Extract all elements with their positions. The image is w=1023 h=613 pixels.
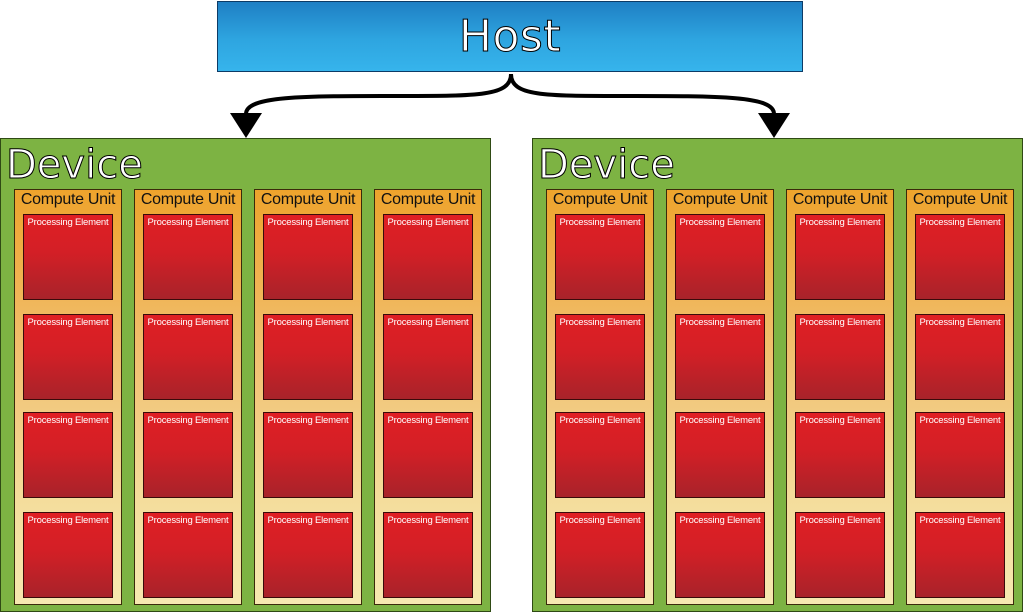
processing-element-label: Processing Element <box>387 415 469 426</box>
processing-element-label: Processing Element <box>27 515 109 526</box>
processing-element-label: Processing Element <box>387 217 469 228</box>
processing-element-label: Processing Element <box>799 217 881 228</box>
processing-element: Processing Element <box>915 314 1005 400</box>
processing-element: Processing Element <box>795 314 885 400</box>
processing-element: Processing Element <box>795 412 885 498</box>
processing-element-label: Processing Element <box>147 515 229 526</box>
compute-unit: Compute Unit Processing Element Processi… <box>906 189 1014 605</box>
device-label: Device <box>6 142 144 188</box>
processing-element: Processing Element <box>915 412 1005 498</box>
device-1: Device Compute Unit Processing Element P… <box>0 138 491 612</box>
processing-element: Processing Element <box>383 214 473 300</box>
processing-element: Processing Element <box>555 314 645 400</box>
compute-unit-label: Compute Unit <box>552 191 648 208</box>
processing-element-label: Processing Element <box>799 317 881 328</box>
processing-element-label: Processing Element <box>559 415 641 426</box>
processing-element: Processing Element <box>915 214 1005 300</box>
processing-element: Processing Element <box>555 512 645 598</box>
processing-element-label: Processing Element <box>27 217 109 228</box>
processing-element-label: Processing Element <box>147 217 229 228</box>
processing-element-label: Processing Element <box>799 515 881 526</box>
processing-element-label: Processing Element <box>27 415 109 426</box>
processing-element-label: Processing Element <box>267 515 349 526</box>
device-2: Device Compute Unit Processing Element P… <box>532 138 1023 612</box>
processing-element-label: Processing Element <box>679 217 761 228</box>
compute-unit-label: Compute Unit <box>912 191 1008 208</box>
compute-unit: Compute Unit Processing Element Processi… <box>14 189 122 605</box>
processing-element: Processing Element <box>23 214 113 300</box>
compute-unit: Compute Unit Processing Element Processi… <box>786 189 894 605</box>
compute-unit: Compute Unit Processing Element Processi… <box>134 189 242 605</box>
processing-element: Processing Element <box>675 412 765 498</box>
processing-element: Processing Element <box>555 412 645 498</box>
processing-element: Processing Element <box>915 512 1005 598</box>
compute-unit-label: Compute Unit <box>672 191 768 208</box>
processing-element: Processing Element <box>23 512 113 598</box>
compute-unit-label: Compute Unit <box>792 191 888 208</box>
connector-right <box>509 73 776 115</box>
processing-element-label: Processing Element <box>267 317 349 328</box>
processing-element: Processing Element <box>263 214 353 300</box>
arrowhead-right <box>758 113 790 138</box>
processing-element: Processing Element <box>675 214 765 300</box>
processing-element: Processing Element <box>263 412 353 498</box>
processing-element: Processing Element <box>675 512 765 598</box>
compute-unit-label: Compute Unit <box>20 191 116 208</box>
processing-element: Processing Element <box>263 314 353 400</box>
processing-element: Processing Element <box>555 214 645 300</box>
compute-unit: Compute Unit Processing Element Processi… <box>666 189 774 605</box>
connector-left <box>244 73 513 115</box>
processing-element-label: Processing Element <box>27 317 109 328</box>
device-label: Device <box>538 142 676 188</box>
processing-element-label: Processing Element <box>919 515 1001 526</box>
processing-element-label: Processing Element <box>799 415 881 426</box>
compute-unit: Compute Unit Processing Element Processi… <box>546 189 654 605</box>
processing-element-label: Processing Element <box>919 317 1001 328</box>
processing-element: Processing Element <box>795 214 885 300</box>
processing-element-label: Processing Element <box>679 415 761 426</box>
arrowhead-left <box>230 113 262 138</box>
processing-element: Processing Element <box>383 512 473 598</box>
processing-element-label: Processing Element <box>267 415 349 426</box>
compute-unit-label: Compute Unit <box>380 191 476 208</box>
processing-element-label: Processing Element <box>559 515 641 526</box>
processing-element-label: Processing Element <box>919 415 1001 426</box>
processing-element-label: Processing Element <box>559 217 641 228</box>
processing-element: Processing Element <box>383 412 473 498</box>
host-label: Host <box>458 11 562 63</box>
processing-element: Processing Element <box>143 314 233 400</box>
processing-element-label: Processing Element <box>919 217 1001 228</box>
compute-unit: Compute Unit Processing Element Processi… <box>374 189 482 605</box>
processing-element: Processing Element <box>143 214 233 300</box>
processing-element: Processing Element <box>383 314 473 400</box>
processing-element-label: Processing Element <box>147 415 229 426</box>
host-box: Host <box>217 1 803 72</box>
processing-element-label: Processing Element <box>387 317 469 328</box>
processing-element-label: Processing Element <box>679 317 761 328</box>
compute-unit-label: Compute Unit <box>260 191 356 208</box>
processing-element-label: Processing Element <box>147 317 229 328</box>
processing-element-label: Processing Element <box>679 515 761 526</box>
processing-element-label: Processing Element <box>387 515 469 526</box>
compute-unit: Compute Unit Processing Element Processi… <box>254 189 362 605</box>
processing-element: Processing Element <box>263 512 353 598</box>
processing-element: Processing Element <box>143 512 233 598</box>
processing-element: Processing Element <box>23 314 113 400</box>
processing-element: Processing Element <box>23 412 113 498</box>
processing-element: Processing Element <box>675 314 765 400</box>
processing-element-label: Processing Element <box>267 217 349 228</box>
compute-unit-label: Compute Unit <box>140 191 236 208</box>
processing-element: Processing Element <box>143 412 233 498</box>
processing-element: Processing Element <box>795 512 885 598</box>
processing-element-label: Processing Element <box>559 317 641 328</box>
